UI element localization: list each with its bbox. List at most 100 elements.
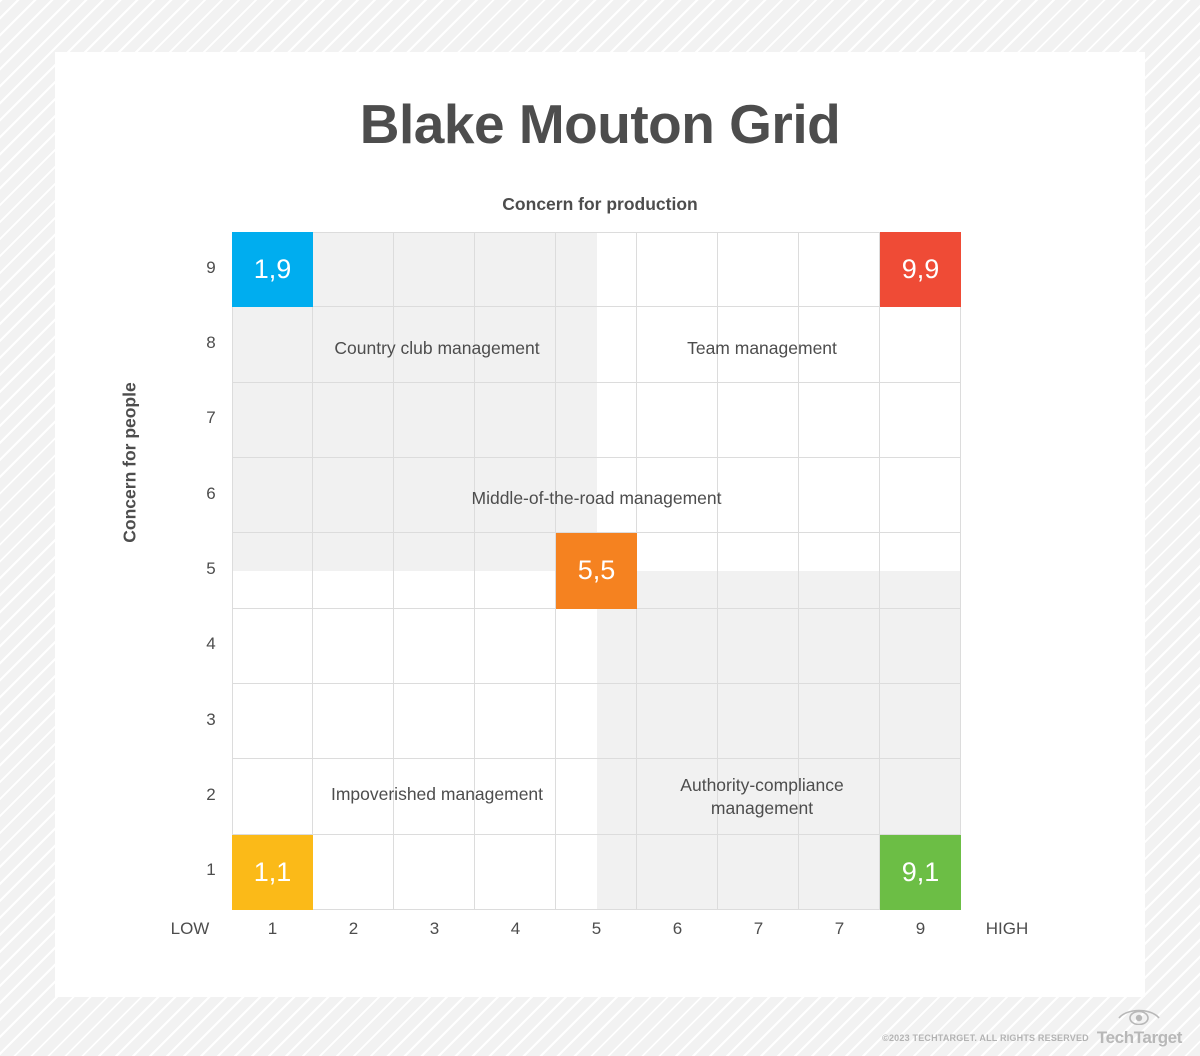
grid-cell — [799, 608, 880, 684]
marker-5-5[interactable]: 5,5 — [556, 533, 637, 609]
label-middle-of-the-road-management: Middle-of-the-road management — [471, 488, 722, 508]
y-tick-6: 6 — [206, 484, 216, 503]
grid-cell — [394, 382, 475, 458]
x-axis-ticks: 1 2 3 4 5 6 7 7 9 — [232, 919, 961, 949]
grid-cell — [556, 834, 637, 910]
techtarget-wordmark: TechTarget — [1096, 1028, 1183, 1047]
grid-cell — [880, 608, 961, 684]
grid-cell — [394, 759, 475, 835]
x-axis-title: Concern for production — [502, 194, 698, 214]
grid-cell — [394, 307, 475, 383]
marker-9-1[interactable]: 9,1 — [880, 834, 961, 911]
grid-cell — [475, 684, 556, 760]
grid-cell — [799, 834, 880, 910]
grid-cell — [799, 684, 880, 760]
x-axis-high-label: HIGH — [985, 919, 1029, 938]
grid-cell — [880, 759, 961, 835]
y-tick-5: 5 — [206, 559, 216, 578]
grid-cell — [313, 307, 394, 383]
grid-cell — [394, 458, 475, 534]
grid-cell — [718, 232, 799, 308]
grid-cell — [475, 834, 556, 910]
grid-cell — [880, 458, 961, 534]
grid-cell — [232, 533, 313, 609]
grid-cell — [556, 759, 637, 835]
x-tick-5: 5 — [591, 919, 602, 938]
grid-cell — [718, 834, 799, 910]
y-tick-4: 4 — [206, 634, 216, 653]
y-tick-9: 9 — [206, 258, 216, 277]
label-team-management: Team management — [687, 338, 837, 358]
grid-cell — [232, 458, 313, 534]
grid-cell — [718, 759, 799, 835]
y-tick-2: 2 — [206, 785, 216, 804]
x-tick-7a: 7 — [753, 919, 764, 938]
grid-cell — [475, 759, 556, 835]
marker-1-9[interactable]: 1,9 — [232, 232, 313, 308]
grid-cell — [718, 458, 799, 534]
grid-cell — [718, 382, 799, 458]
grid-cell — [637, 382, 718, 458]
label-country-club-management: Country club management — [334, 338, 540, 358]
grid-cell — [556, 608, 637, 684]
grid-cell — [880, 382, 961, 458]
marker-9-9[interactable]: 9,9 — [880, 232, 961, 308]
techtarget-logo: TechTarget — [1097, 1007, 1182, 1046]
grid-cell — [313, 458, 394, 534]
grid-cell — [637, 307, 718, 383]
y-tick-7: 7 — [206, 408, 216, 427]
grid-cell — [799, 307, 880, 383]
grid-cell — [475, 382, 556, 458]
x-tick-3: 3 — [429, 919, 440, 938]
grid-cell — [232, 307, 313, 383]
grid-cell — [799, 382, 880, 458]
grid-cell — [394, 684, 475, 760]
grid-cell — [475, 533, 556, 609]
grid-cell — [718, 684, 799, 760]
x-tick-7b: 7 — [834, 919, 845, 938]
grid-cell — [718, 533, 799, 609]
grid-cell — [394, 533, 475, 609]
grid-cell — [232, 382, 313, 458]
page-title: Blake Mouton Grid — [359, 93, 841, 155]
grid-cell — [556, 382, 637, 458]
grid-cell — [313, 232, 394, 308]
grid-cell — [637, 608, 718, 684]
grid-cell — [556, 684, 637, 760]
marker-1-1[interactable]: 1,1 — [232, 834, 313, 911]
x-tick-4: 4 — [510, 919, 521, 938]
grid-cell — [637, 684, 718, 760]
x-tick-1: 1 — [267, 919, 278, 938]
copyright-text: ©2023 TECHTARGET. ALL RIGHTS RESERVED — [882, 1033, 1089, 1043]
x-tick-9: 9 — [915, 919, 926, 938]
x-axis-low-label: LOW — [170, 919, 210, 938]
chart-card: Blake Mouton Grid Concern for production… — [55, 52, 1145, 997]
grid-cell — [799, 759, 880, 835]
grid-cell — [313, 834, 394, 910]
grid-cell — [232, 759, 313, 835]
grid-cell — [313, 382, 394, 458]
grid-cell — [394, 834, 475, 910]
x-tick-6: 6 — [672, 919, 683, 938]
grid-cell — [475, 307, 556, 383]
blake-mouton-grid: 1,9 9,9 5,5 1,1 9,1 Country club managem… — [232, 232, 961, 911]
grid-cell — [637, 232, 718, 308]
grid-cell — [637, 759, 718, 835]
y-tick-1: 1 — [206, 860, 216, 879]
grid-cell — [880, 533, 961, 609]
grid-cell — [799, 232, 880, 308]
grid-cell — [313, 533, 394, 609]
grid-cell — [718, 307, 799, 383]
label-authority-compliance-line2: management — [710, 797, 814, 818]
grid-cell — [718, 608, 799, 684]
label-impoverished-management: Impoverished management — [330, 784, 544, 804]
y-axis-title: Concern for people — [119, 382, 140, 543]
grid-cell — [556, 232, 637, 308]
grid-cell — [475, 608, 556, 684]
grid-cell — [880, 307, 961, 383]
y-tick-3: 3 — [206, 710, 216, 729]
eye-icon — [1117, 1007, 1161, 1029]
grid-cell — [799, 458, 880, 534]
grid-cell — [475, 232, 556, 308]
grid-cell — [232, 684, 313, 760]
